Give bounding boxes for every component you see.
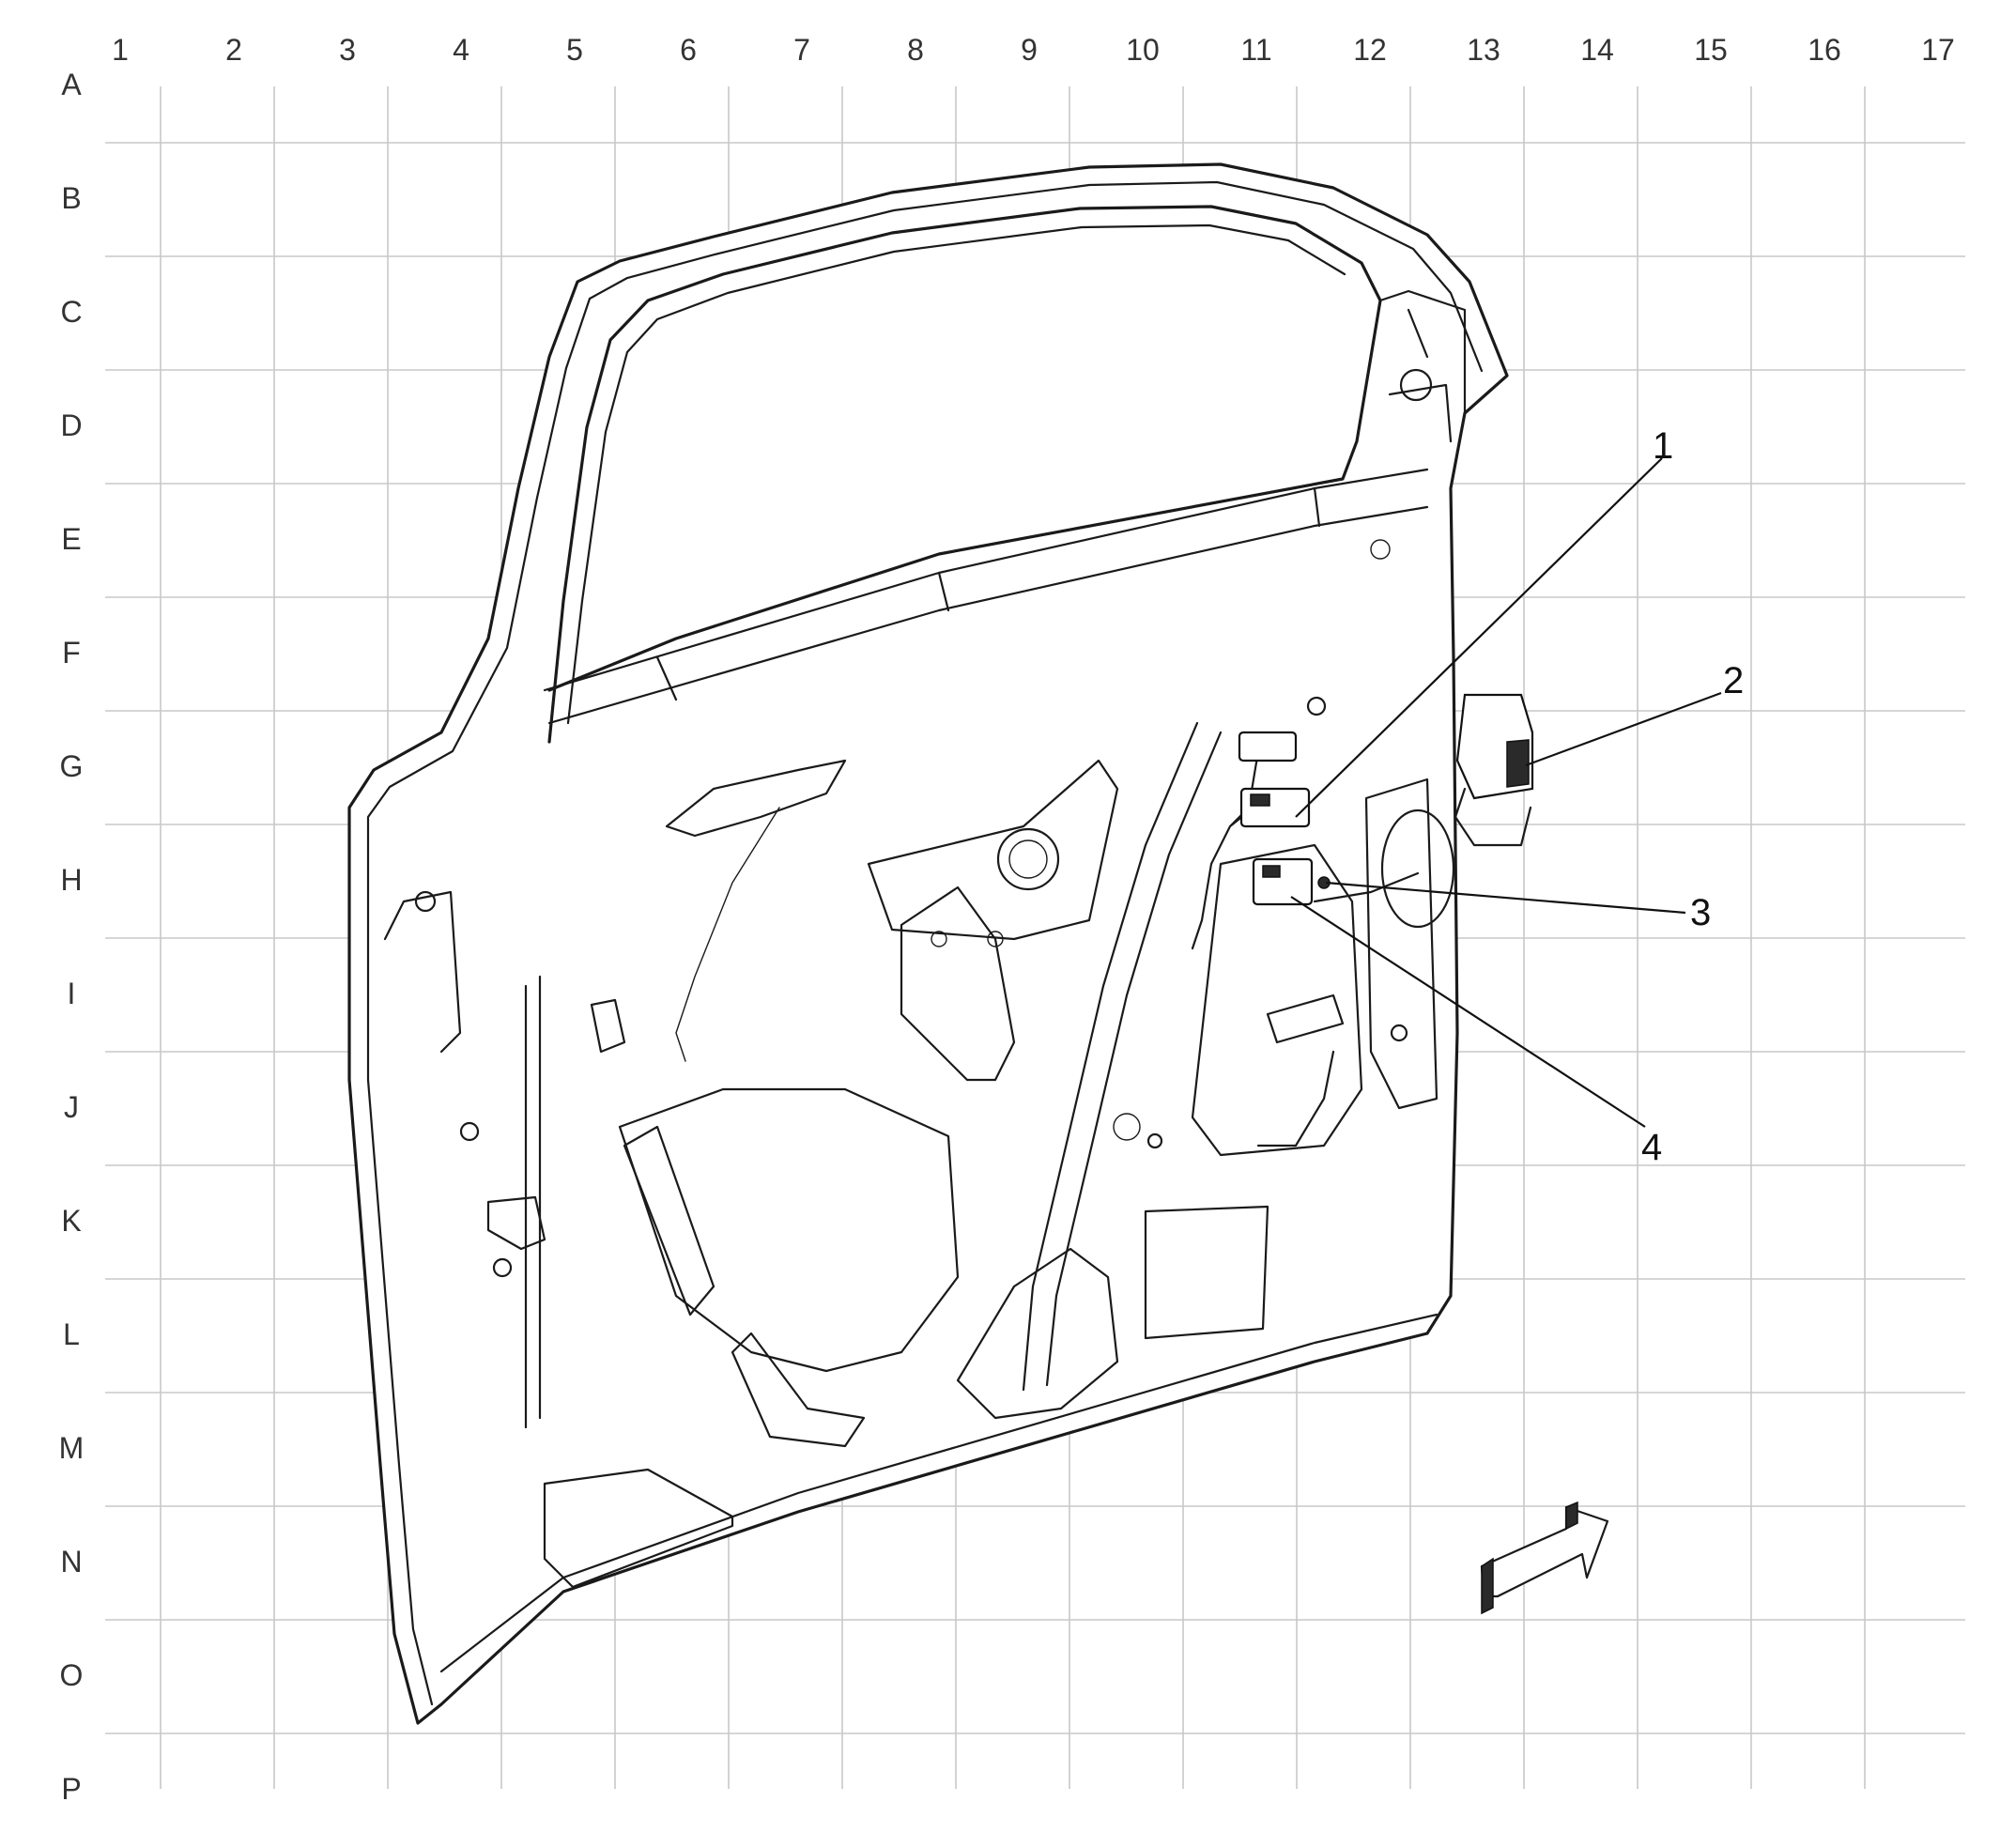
grid-row-label: E: [61, 522, 81, 556]
latch-opening: [1364, 778, 1438, 1110]
grid-column-label: 7: [793, 33, 810, 67]
grid-row-label: H: [60, 863, 82, 897]
grid-column-label: 6: [680, 33, 697, 67]
callout-1: 1: [1653, 425, 1673, 467]
window-regulator-rail: [1022, 721, 1223, 1392]
grid-row-label: B: [61, 181, 81, 215]
rear-inner-recess: [1191, 843, 1363, 1157]
grid-column-label: 1: [112, 33, 129, 67]
grid-row-labels: A B C D E F G H I J K L M N O P: [59, 68, 85, 1806]
leader-lines: [1290, 457, 1722, 1128]
grid-column-label: 11: [1240, 33, 1271, 67]
rear-edge-pillar: [1378, 289, 1467, 443]
grid-row-label: G: [60, 749, 84, 783]
door-outer-frame: [347, 162, 1509, 1725]
handle-bracket: [1266, 993, 1345, 1044]
grid-column-label: 2: [225, 33, 242, 67]
fastener: [1306, 696, 1327, 716]
callout-numbers: 1 2 3 4: [1641, 425, 1744, 1168]
pillar-hole-small: [1370, 539, 1391, 560]
grid-row-label: M: [59, 1431, 85, 1465]
grid-row-label: C: [60, 295, 82, 329]
grid-column-label: 9: [1021, 33, 1038, 67]
grid-column-label: 16: [1808, 33, 1841, 67]
triangular-access-hole: [900, 886, 1016, 1082]
connector-upper: [1238, 731, 1298, 762]
callout-4: 4: [1641, 1127, 1662, 1168]
fastener: [1146, 1132, 1163, 1149]
leader-line-1: [1295, 457, 1663, 818]
grid-column-label: 3: [339, 33, 356, 67]
grid-row-label: O: [60, 1658, 84, 1692]
connector-1-latch: [1250, 793, 1270, 807]
speaker-mount-hole-inner: [1008, 839, 1048, 879]
bolt-marks: [931, 931, 1141, 1141]
lock-rod: [675, 807, 780, 1062]
regulator-lower-pocket: [956, 1247, 1119, 1420]
grid-row-label: A: [61, 68, 82, 101]
callout-3: 3: [1690, 892, 1711, 933]
grid-column-label: 12: [1353, 33, 1387, 67]
window-opening: [547, 205, 1382, 744]
upper-right-access-hole: [867, 759, 1119, 941]
door-frame-inner-offset: [366, 180, 1484, 1706]
large-lower-access: [618, 1087, 960, 1373]
grid-column-label: 8: [907, 33, 924, 67]
grid-row-label: N: [60, 1545, 82, 1578]
view-direction-arrow-icon: [1480, 1501, 1609, 1615]
callout-2: 2: [1723, 660, 1744, 701]
fastener: [459, 1121, 480, 1142]
grid-column-label: 17: [1921, 33, 1955, 67]
lower-right-panel-box: [1144, 1205, 1269, 1340]
grid-column-label: 10: [1126, 33, 1160, 67]
fastener: [1390, 1024, 1408, 1042]
front-door-inner-panel: [347, 162, 1509, 1725]
fastener: [414, 890, 437, 913]
check-link-bracket: [590, 998, 626, 1054]
grid-row-label: P: [61, 1772, 81, 1806]
connector-group: [1238, 693, 1534, 906]
connector-2-harness: [1454, 787, 1532, 847]
leader-line-2: [1525, 691, 1722, 767]
grid-row-label: L: [63, 1317, 80, 1351]
hinge-bracket: [486, 1195, 546, 1251]
belt-line-reinforcement: [543, 468, 1429, 725]
grid-column-label: 4: [453, 33, 469, 67]
connector-2-face: [1506, 739, 1530, 788]
fastener: [492, 1257, 513, 1278]
connector-4-latch: [1262, 865, 1281, 878]
window-opening-inner: [566, 223, 1346, 725]
hinge-pillar: [383, 890, 542, 1429]
grid-column-label: 14: [1580, 33, 1614, 67]
grid-row-label: I: [68, 977, 76, 1010]
grid-row-label: K: [61, 1204, 81, 1238]
lower-left-slot: [731, 1332, 866, 1448]
grid-column-label: 13: [1467, 33, 1500, 67]
lower-sill: [439, 1313, 1438, 1673]
grid-row-label: F: [62, 636, 81, 670]
grid-row-label: J: [64, 1090, 79, 1124]
lower-drain-pocket: [543, 1468, 734, 1589]
grommet-opening: [1380, 808, 1455, 929]
pillar-hole: [1399, 368, 1433, 402]
leader-line-3: [1325, 881, 1686, 915]
upper-access-slot: [665, 759, 847, 838]
speaker-mount-hole: [996, 827, 1060, 891]
left-vertical-slot: [623, 1125, 715, 1317]
leader-line-4: [1290, 896, 1646, 1128]
grid-row-label: D: [60, 408, 82, 442]
grid-column-label: 15: [1694, 33, 1728, 67]
grid-column-label: 5: [566, 33, 583, 67]
